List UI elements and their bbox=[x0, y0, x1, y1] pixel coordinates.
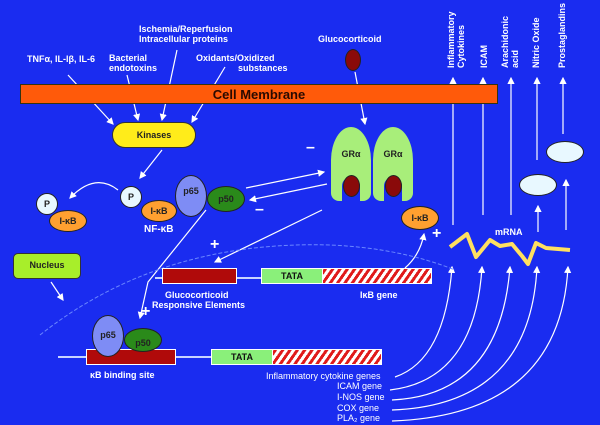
mrna-strand bbox=[448, 232, 571, 266]
product-label-icam: ICAM bbox=[479, 45, 489, 68]
gene-label-inos: I-NOS gene bbox=[337, 392, 385, 402]
arrow-gene-inos bbox=[391, 265, 514, 401]
cell-membrane: Cell Membrane bbox=[20, 84, 498, 104]
nfkb-p65: p65 bbox=[175, 175, 207, 217]
stimulus-oxidants-line1: Oxidants/Oxidized bbox=[196, 53, 275, 63]
arrow-gr-nfkb bbox=[248, 183, 328, 203]
nfkb-label: NF-κB bbox=[144, 224, 174, 235]
cell-membrane-label: Cell Membrane bbox=[212, 87, 306, 102]
plus-sign: + bbox=[141, 303, 151, 320]
arrow-release-ikb bbox=[69, 182, 119, 199]
product-label-nitric-oxide: Nitric Oxide bbox=[531, 17, 541, 68]
ikb-gene-label: IκB gene bbox=[360, 290, 398, 300]
kb-binding-site-label: κB binding site bbox=[90, 370, 155, 380]
gene-label-icam: ICAM gene bbox=[337, 381, 383, 391]
stimulus-ischemia-line2: Intracellular proteins bbox=[139, 34, 229, 44]
arrow-gene-pla2 bbox=[391, 265, 572, 422]
protein-oval-lower bbox=[519, 174, 557, 196]
stimulus-endotoxins-line2: endotoxins bbox=[109, 63, 158, 73]
kb-p50: p50 bbox=[124, 328, 162, 352]
new-ikb: I-κB bbox=[401, 206, 439, 230]
arrow-gene-cytokine bbox=[394, 265, 456, 378]
stimulus-oxidants-line2: substances bbox=[238, 63, 288, 73]
nucleus-box: Nucleus bbox=[13, 253, 81, 279]
gr-alpha-receptor-1: GRα bbox=[331, 127, 371, 201]
gr-alpha-receptor-2: GRα bbox=[373, 127, 413, 201]
gr-alpha-label: GRα bbox=[383, 149, 403, 159]
bound-glucocorticoid bbox=[385, 175, 402, 197]
dna-strand-inflammatory bbox=[58, 356, 338, 358]
gre-label-line2: Responsive Elements bbox=[152, 300, 246, 310]
arrow-nfkb-gr bbox=[245, 169, 326, 189]
minus-sign: – bbox=[306, 139, 315, 156]
nfkb-ikb: I-κB bbox=[141, 200, 177, 222]
glucocorticoid-label: Glucocorticoid bbox=[318, 34, 382, 44]
arrow-nfkb-kbsite bbox=[137, 209, 207, 320]
gre-label-line1: Glucocorticoid bbox=[165, 290, 229, 300]
arrow-gene-cox bbox=[391, 265, 541, 411]
plus-sign: + bbox=[432, 225, 442, 242]
gene-label-pla2: PLA₂ gene bbox=[337, 413, 381, 423]
arrow-gene-icam bbox=[389, 265, 486, 391]
arrow-gr-gre bbox=[213, 209, 323, 263]
protein-oval-upper bbox=[546, 141, 584, 163]
stimulus-ischemia-line1: Ischemia/Reperfusion bbox=[139, 24, 233, 34]
mrna-label: mRNA bbox=[495, 227, 523, 237]
minus-sign: – bbox=[255, 201, 264, 218]
arrow-nucleus bbox=[50, 281, 64, 301]
gene-label-cytokine: Inflammatory cytokine genes bbox=[266, 371, 381, 381]
ikb-gene-coding bbox=[322, 268, 432, 284]
nfkb-phosphate: P bbox=[120, 186, 142, 208]
glucocorticoid-responsive-elements bbox=[162, 268, 237, 284]
kinases-box: Kinases bbox=[112, 122, 196, 148]
arrow-kinases-nfkb bbox=[139, 149, 163, 179]
product-label-prostaglandins: Prostaglandins bbox=[557, 2, 567, 68]
tata-box-ikb: TATA bbox=[261, 268, 323, 284]
nuclear-envelope bbox=[39, 244, 456, 336]
released-ikb: I-κB bbox=[49, 210, 87, 232]
kb-p65: p65 bbox=[92, 315, 124, 357]
stimulus-endotoxins-line1: Bacterial bbox=[109, 53, 148, 63]
gr-alpha-label: GRα bbox=[341, 149, 361, 159]
tata-box-inflammatory: TATA bbox=[211, 349, 273, 365]
gene-label-cox: COX gene bbox=[337, 403, 380, 413]
stimulus-cytokines: TNFα, IL-lβ, IL-6 bbox=[27, 54, 96, 64]
arrow-ikbgene-ikb bbox=[404, 232, 427, 269]
inflammatory-gene-coding bbox=[272, 349, 382, 365]
nfkb-p50: p50 bbox=[207, 186, 245, 212]
bound-glucocorticoid bbox=[343, 175, 360, 197]
plus-sign: + bbox=[210, 236, 220, 253]
released-phosphate: P bbox=[36, 193, 58, 215]
glucocorticoid-molecule bbox=[345, 49, 361, 71]
